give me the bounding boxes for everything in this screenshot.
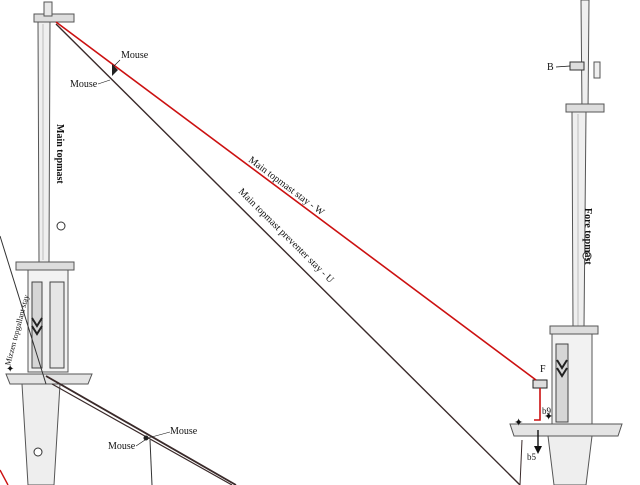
b5-arrow-head <box>534 446 542 454</box>
lower-brace-rope-a <box>45 375 237 485</box>
mouse-marker-upper <box>112 64 118 76</box>
label-main-topmast-preventer-stay: Main topmast preventer stay - U <box>236 186 336 286</box>
fore-lower-mast <box>547 435 593 485</box>
mizzen-topgallant-stay-line <box>0 235 47 385</box>
fore-mast-chevron <box>556 359 568 378</box>
main-top-platform <box>5 373 93 385</box>
label-mouse-top-left: Mouse <box>70 79 98 90</box>
lower-brace-rope-b <box>51 383 233 485</box>
main-topmast-sheave <box>56 221 66 231</box>
main-mast-chevron <box>31 317 43 336</box>
f-block <box>532 379 548 389</box>
label-fore-topmast: Fore topmast <box>582 208 593 265</box>
main-topmast-pole <box>37 21 51 263</box>
main-topmast-preventer-stay-line <box>55 23 521 485</box>
label-marker-b9: b9 <box>542 406 552 416</box>
label-mouse-top-right: Mouse <box>121 50 149 61</box>
main-lower-mast <box>21 383 61 485</box>
label-marker-b: B <box>547 62 554 73</box>
label-marker-b5: b5 <box>527 452 537 462</box>
label-main-topmast: Main topmast <box>54 124 65 184</box>
label-mouse-bottom-right: Mouse <box>170 426 198 437</box>
main-mast <box>5 1 93 485</box>
main-mast-cap <box>33 13 75 23</box>
fore-mast <box>509 0 623 485</box>
svg-text:✦: ✦ <box>6 364 14 375</box>
main-crosstree <box>15 261 75 271</box>
fore-b-fitting <box>569 61 585 71</box>
main-topmast-stay-line <box>55 21 537 381</box>
fore-topmast-sheave <box>582 251 592 261</box>
fore-crosstree <box>549 325 599 335</box>
star-marker-left: ✦ <box>514 416 523 429</box>
label-marker-f: F <box>540 364 546 375</box>
fore-top-platform <box>509 423 623 437</box>
fore-topgallant-pole <box>580 0 590 113</box>
mouse-marker-bottom <box>143 435 149 441</box>
stay-downlead <box>534 388 541 421</box>
label-mizzen-topgallant-stay: Mizzen topgallant stay <box>3 294 31 367</box>
star-marker-right: ✦ <box>544 410 553 423</box>
fore-topmast-cap <box>565 103 605 113</box>
label-mouse-bottom-left: Mouse <box>108 441 136 452</box>
